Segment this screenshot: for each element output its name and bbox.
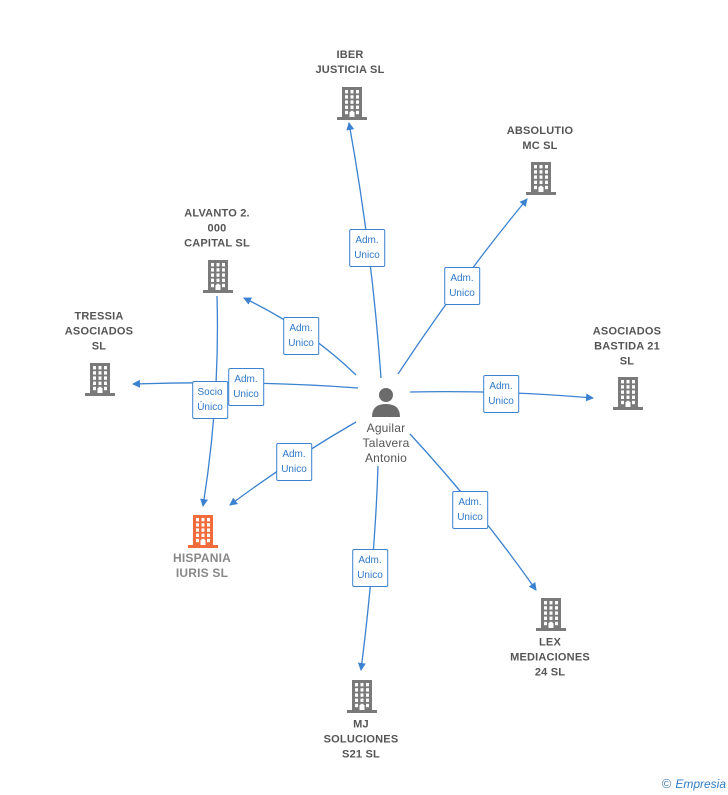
center-person-name[interactable]: Aguilar Talavera Antonio	[362, 421, 410, 465]
relation-label: Adm. Unico	[349, 229, 385, 267]
building-icon	[203, 260, 233, 293]
company-label-hispania[interactable]: HISPANIA IURIS SL	[172, 551, 232, 580]
company-label-alvanto[interactable]: ALVANTO 2. 000 CAPITAL SL	[184, 207, 250, 250]
company-label-lex[interactable]: LEX MEDIACIONES 24 SL	[510, 636, 590, 679]
building-icon	[613, 377, 643, 410]
company-label-tressia[interactable]: TRESSIA ASOCIADOS SL	[64, 310, 134, 353]
building-icon	[526, 162, 556, 195]
building-icon	[85, 363, 115, 396]
copyright-icon: ©	[661, 776, 672, 791]
relation-label: Adm. Unico	[276, 443, 312, 481]
relation-label: Adm. Unico	[352, 549, 388, 587]
relation-label: Adm. Unico	[444, 267, 480, 305]
company-label-iber[interactable]: IBER JUSTICIA SL	[315, 49, 385, 76]
relation-label: Socio Único	[192, 381, 228, 419]
relation-label: Adm. Unico	[228, 368, 264, 406]
building-icon	[536, 598, 566, 631]
company-label-asociados[interactable]: ASOCIADOS BASTIDA 21 SL	[592, 325, 662, 368]
relation-label: Adm. Unico	[452, 491, 488, 529]
building-icon	[188, 515, 218, 548]
company-label-absolutio[interactable]: ABSOLUTIO MC SL	[506, 125, 574, 152]
relation-label: Adm. Unico	[483, 375, 519, 413]
watermark: ©Empresia	[662, 776, 726, 791]
brand-logo: Empresia	[675, 777, 726, 791]
relation-label: Adm. Unico	[283, 317, 319, 355]
building-icon	[337, 87, 367, 120]
person-icon	[372, 388, 400, 417]
building-icon	[347, 680, 377, 713]
company-label-mj[interactable]: MJ SOLUCIONES S21 SL	[323, 718, 399, 761]
